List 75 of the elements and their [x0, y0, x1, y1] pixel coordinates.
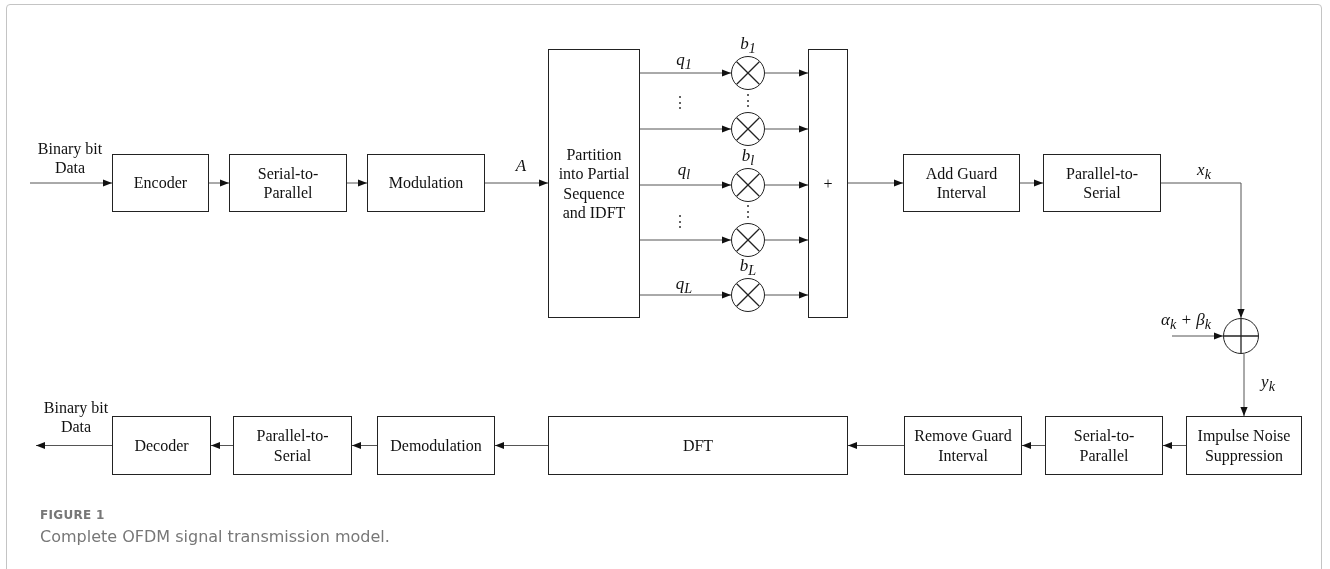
arrow: [208, 179, 230, 187]
block-label: +: [823, 173, 833, 194]
arrow: [764, 69, 809, 77]
edge-label: q$_{1}$: [676, 51, 692, 73]
figure-number: FIGURE 1: [40, 508, 105, 522]
ellipsis-mark: ⋮: [672, 95, 688, 111]
block-label: Add Guard Interval: [924, 163, 999, 203]
process-block: [903, 154, 1020, 212]
process-block: [377, 416, 495, 475]
signal-label: Binary bit Data: [36, 139, 104, 178]
arrow: [1019, 179, 1044, 187]
arrow: [1160, 182, 1245, 319]
process-block: [548, 416, 848, 475]
arrow: [639, 291, 732, 299]
ellipsis-mark: ⋮: [740, 93, 756, 109]
arrow: [351, 441, 378, 450]
process-block: [548, 49, 640, 318]
edge-label: q$_{L}$: [675, 275, 693, 297]
block-label: Demodulation: [390, 435, 482, 456]
block-label: Parallel-to-Serial: [1065, 163, 1139, 203]
adder-symbol: [1223, 318, 1259, 354]
block-label: Remove Guard Interval: [913, 426, 1013, 465]
process-block: [1186, 416, 1302, 475]
arrow: [764, 236, 809, 244]
coefficient-label: b$_{L}$: [739, 257, 757, 279]
block-label: Encoder: [133, 173, 188, 193]
arrow: [764, 291, 809, 299]
multiplier-symbol: [731, 223, 765, 257]
process-block: [112, 154, 209, 212]
multiplier-symbol: [731, 112, 765, 146]
edge-label: y$_{k}$: [1261, 373, 1275, 395]
arrow: [847, 179, 904, 187]
process-block: [904, 416, 1022, 475]
ellipsis-mark: ⋮: [740, 204, 756, 220]
process-block: [112, 416, 211, 475]
arrow: [764, 181, 809, 189]
signal-label: Binary bit Data: [42, 398, 110, 437]
arrow: [639, 69, 732, 77]
arrow: [29, 179, 113, 187]
arrow: [639, 181, 732, 189]
process-block: [229, 154, 347, 212]
process-block: [367, 154, 485, 212]
ellipsis-mark: ⋮: [672, 214, 688, 230]
edge-label: α$_{k}$ + β$_{k}$: [1161, 311, 1211, 333]
block-label: Decoder: [134, 435, 189, 456]
arrow: [764, 125, 809, 133]
arrow: [484, 179, 549, 187]
process-block: [1045, 416, 1163, 475]
coefficient-label: b$_{l}$: [741, 147, 755, 169]
edge-label: A: [515, 156, 527, 176]
coefficient-label: b$_{1}$: [740, 35, 756, 57]
block-label: DFT: [682, 435, 714, 456]
block-label: Serial-to-Parallel: [1072, 426, 1136, 465]
arrow: [639, 125, 732, 133]
process-block: [808, 49, 848, 318]
edge-label: x$_{k}$: [1197, 161, 1211, 183]
process-block: [1043, 154, 1161, 212]
figure-caption: Complete OFDM signal transmission model.: [40, 527, 390, 546]
arrow: [35, 441, 113, 450]
block-label: Partition into Partial Sequence and IDFT: [557, 145, 631, 222]
arrow: [1240, 353, 1248, 417]
block-label: Modulation: [388, 173, 464, 193]
arrow: [346, 179, 368, 187]
arrow: [1162, 441, 1187, 450]
block-label: Parallel-to-Serial: [255, 426, 330, 465]
arrow: [210, 441, 234, 450]
block-label: Serial-to-Parallel: [256, 163, 320, 203]
arrow: [847, 441, 905, 450]
arrow: [639, 236, 732, 244]
edge-label: q$_{l}$: [677, 161, 691, 183]
process-block: [233, 416, 352, 475]
arrow: [494, 441, 549, 450]
block-label: Impulse Noise Suppression: [1196, 426, 1292, 465]
arrow: [1171, 332, 1224, 340]
arrow: [1021, 441, 1046, 450]
